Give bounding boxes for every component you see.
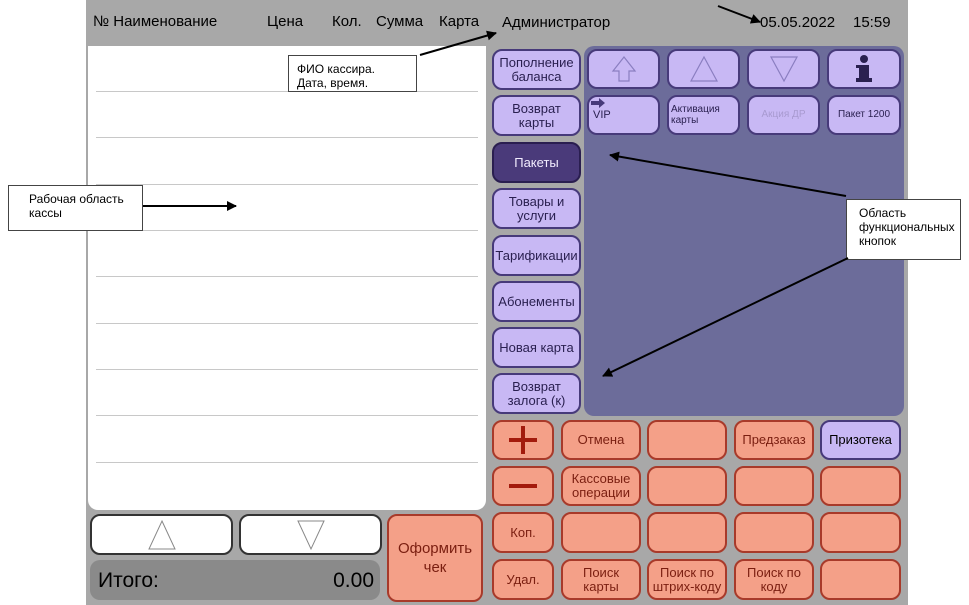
keypad-blank-button[interactable] <box>734 512 814 553</box>
vip-button[interactable]: VIP <box>587 95 660 135</box>
arrow-to-categories <box>602 257 849 377</box>
column-card: Карта <box>439 13 480 30</box>
keypad-blank-button[interactable] <box>820 512 901 553</box>
callout-cashier-info: ФИО кассира. Дата, время. <box>288 55 417 92</box>
keypad-blank-button[interactable] <box>647 420 727 460</box>
delete-button[interactable]: Удал. <box>492 559 554 600</box>
category-tariffs[interactable]: Тарификации <box>492 235 581 276</box>
keypad-blank-button[interactable] <box>734 466 814 506</box>
arrow-to-packages <box>609 151 847 197</box>
keypad-blank-button[interactable] <box>561 512 641 553</box>
callout-function-buttons: Область функциональных кнопок <box>846 199 961 260</box>
total-value: 0.00 <box>333 569 374 592</box>
row-divider <box>96 276 478 277</box>
keypad-blank-button[interactable] <box>647 466 727 506</box>
current-date: 05.05.2022 <box>760 14 836 31</box>
category-new-card[interactable]: Новая карта <box>492 327 581 368</box>
arrow-to-cashier <box>419 30 497 56</box>
triangle-down-icon <box>769 56 798 83</box>
triangle-up-icon <box>147 519 176 549</box>
scroll-down-button[interactable] <box>239 514 382 555</box>
minus-button[interactable] <box>492 466 554 506</box>
plus-icon <box>509 426 537 454</box>
cashier-name: Администратор <box>502 14 611 31</box>
minus-icon <box>509 484 537 488</box>
checkout-button[interactable]: Оформить чек <box>387 514 483 602</box>
arrow-to-datetime <box>717 5 761 24</box>
row-divider <box>96 462 478 463</box>
find-card-button[interactable]: Поиск карты <box>561 559 641 600</box>
keypad-blank-button[interactable] <box>647 512 727 553</box>
category-goods-services[interactable]: Товары и услуги <box>492 188 581 229</box>
total-display: Итого: 0.00 <box>90 560 380 600</box>
column-price: Цена <box>267 13 304 30</box>
copy-button[interactable]: Коп. <box>492 512 554 553</box>
arrow-up-first-icon <box>611 56 636 82</box>
category-packages[interactable]: Пакеты <box>492 142 581 183</box>
info-icon <box>856 55 872 82</box>
column-qty: Кол. <box>332 13 362 30</box>
arrow-right-icon <box>591 98 605 108</box>
page-margin <box>908 0 969 605</box>
triangle-up-icon <box>689 55 718 82</box>
keypad-blank-button[interactable] <box>820 466 901 506</box>
row-divider <box>96 415 478 416</box>
receipt-work-area[interactable] <box>88 46 486 510</box>
receipt-header: № Наименование Цена Кол. Сумма Карта <box>86 0 486 44</box>
panel-first-button[interactable] <box>587 49 660 89</box>
row-divider <box>96 369 478 370</box>
row-divider <box>96 184 478 185</box>
preorder-button[interactable]: Предзаказ <box>734 420 814 460</box>
keypad-blank-button[interactable] <box>820 559 901 600</box>
category-deposit-return[interactable]: Возврат залога (к) <box>492 373 581 414</box>
total-label: Итого: <box>98 569 159 592</box>
callout-work-area: Рабочая область кассы <box>8 185 143 231</box>
find-barcode-button[interactable]: Поиск по штрих-коду <box>647 559 727 600</box>
info-button[interactable] <box>827 49 901 89</box>
current-time: 15:59 <box>853 14 891 31</box>
panel-next-button[interactable] <box>747 49 820 89</box>
column-name: № Наименование <box>93 13 218 30</box>
card-activation-button[interactable]: Активация карты <box>667 95 740 135</box>
scroll-up-button[interactable] <box>90 514 233 555</box>
row-divider <box>96 230 478 231</box>
category-subscriptions[interactable]: Абонементы <box>492 281 581 322</box>
triangle-down-icon <box>296 520 325 550</box>
package-1200-button[interactable]: Пакет 1200 <box>827 95 901 135</box>
birthday-promo-button[interactable]: Акция ДР <box>747 95 820 135</box>
category-top-up[interactable]: Пополнение баланса <box>492 49 581 90</box>
plus-button[interactable] <box>492 420 554 460</box>
row-divider <box>96 91 478 92</box>
row-divider <box>96 323 478 324</box>
vip-label: VIP <box>593 109 611 121</box>
find-code-button[interactable]: Поиск по коду <box>734 559 814 600</box>
prize-store-button[interactable]: Призотека <box>820 420 901 460</box>
category-card-return[interactable]: Возврат карты <box>492 95 581 136</box>
cancel-button[interactable]: Отмена <box>561 420 641 460</box>
panel-prev-button[interactable] <box>667 49 740 89</box>
row-divider <box>96 137 478 138</box>
status-bar: Администратор 05.05.2022 15:59 <box>490 2 904 42</box>
column-sum: Сумма <box>376 13 424 30</box>
cash-operations-button[interactable]: Кассовые операции <box>561 466 641 506</box>
